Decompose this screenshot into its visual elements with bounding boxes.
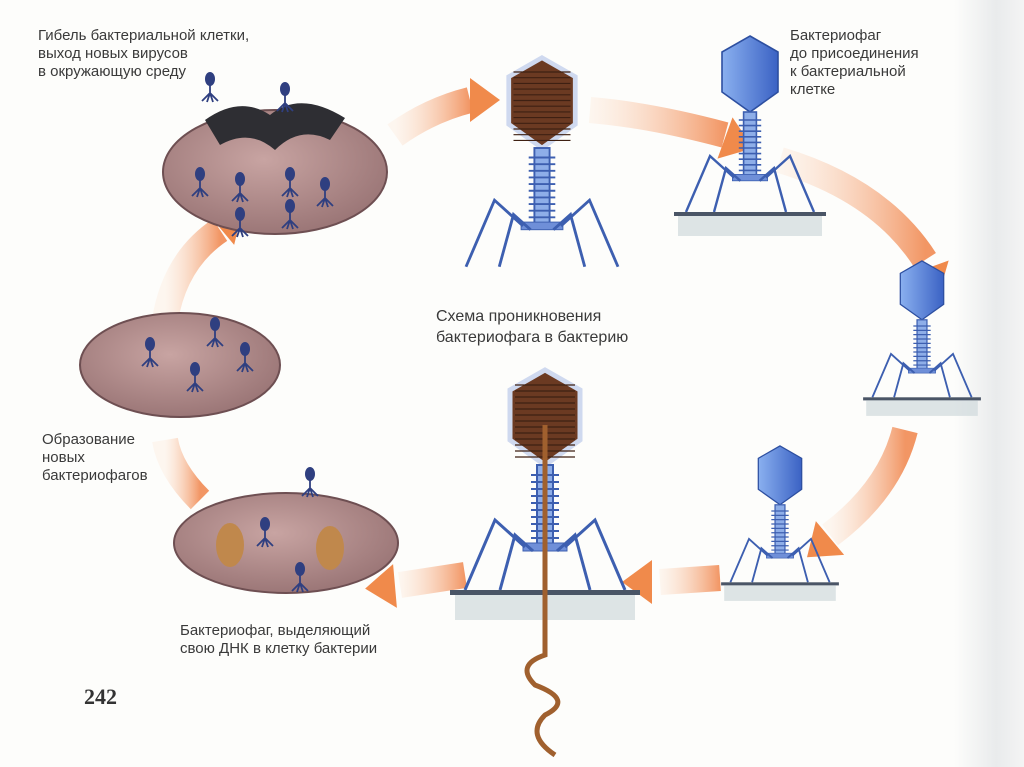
small-phage-head — [205, 72, 215, 86]
small-phage — [276, 82, 294, 113]
phage-injecting-dna — [450, 367, 640, 758]
dna-blob — [316, 526, 344, 570]
tail-fibers — [463, 517, 627, 591]
small-phage-head — [285, 167, 295, 181]
small-phage — [281, 167, 299, 198]
small-phage-head — [260, 517, 270, 531]
small-phage-head — [190, 362, 200, 376]
tail-fibers — [729, 537, 831, 583]
small-phage — [281, 199, 299, 230]
label-before-attach: Бактериофаг до присоединения к бактериал… — [790, 27, 919, 98]
small-phage-head — [280, 82, 290, 96]
phage-head — [757, 445, 803, 506]
small-phage-legs — [281, 212, 299, 230]
tail-fibers — [871, 352, 973, 398]
page-number: 242 — [84, 684, 117, 709]
small-phage-legs — [191, 180, 209, 198]
diagram-title: Схема проникновения бактериофага в бакте… — [436, 308, 629, 346]
small-phage-legs — [316, 190, 334, 208]
small-phage-head — [145, 337, 155, 351]
small-phage-head — [305, 467, 315, 481]
small-phage-legs — [206, 330, 224, 348]
small-phage — [141, 337, 159, 368]
arrow-6 — [398, 562, 467, 598]
small-phage-legs — [141, 350, 159, 368]
dna-blob — [216, 523, 244, 567]
small-phage-head — [210, 317, 220, 331]
small-phage-head — [295, 562, 305, 576]
small-phage-legs — [231, 220, 249, 238]
small-phage — [231, 172, 249, 203]
arrow-8 — [152, 219, 228, 323]
arrowhead-4 — [807, 521, 845, 558]
arrow-4 — [822, 426, 918, 546]
small-phage-head — [235, 172, 245, 186]
tail-fibers — [464, 197, 620, 268]
phage-head — [721, 35, 779, 113]
small-phage — [201, 72, 219, 103]
label-lysis: Гибель бактериальной клетки, выход новых… — [38, 27, 250, 80]
label-new-phages: Образование новых бактериофагов — [42, 431, 148, 484]
arrow-5 — [659, 565, 721, 595]
small-phage-legs — [276, 95, 294, 113]
tail-fibers — [684, 153, 816, 213]
small-phage — [206, 317, 224, 348]
phages — [450, 35, 981, 758]
phage-attaching — [863, 260, 981, 416]
small-phage — [231, 207, 249, 238]
arrowhead-6 — [365, 564, 397, 608]
small-phage-head — [285, 199, 295, 213]
arrowhead-1 — [470, 78, 500, 122]
small-phage — [301, 467, 319, 498]
arrow-1 — [387, 87, 474, 146]
phage-before-attach — [674, 35, 826, 236]
small-phage-legs — [236, 355, 254, 373]
arrow-2 — [588, 97, 729, 148]
small-phage-head — [320, 177, 330, 191]
small-phage-head — [235, 207, 245, 221]
small-phage-legs — [201, 85, 219, 103]
small-phage — [236, 342, 254, 373]
cell-wall — [721, 582, 839, 586]
phage-attached — [721, 445, 839, 601]
small-phage — [316, 177, 334, 208]
small-phage-legs — [291, 575, 309, 593]
arrow-7 — [152, 437, 210, 510]
small-phage — [191, 167, 209, 198]
cell-new-phages — [79, 312, 281, 418]
small-phage — [256, 517, 274, 548]
phage-head — [899, 260, 945, 321]
cell-wall-texture — [724, 585, 836, 601]
phage-tail — [774, 504, 786, 556]
cell-infected — [173, 492, 399, 594]
small-phage-head — [240, 342, 250, 356]
small-phage-legs — [281, 180, 299, 198]
phage-tail — [533, 147, 551, 225]
arrowhead-5 — [622, 560, 652, 604]
small-phage-legs — [301, 480, 319, 498]
label-injecting: Бактериофаг, выделяющий свою ДНК в клетк… — [180, 622, 378, 657]
small-phage-legs — [186, 375, 204, 393]
cell-rupture — [205, 103, 345, 150]
cell-wall — [863, 397, 981, 401]
small-phage-legs — [256, 530, 274, 548]
cell-wall-texture — [866, 400, 978, 416]
small-phage — [291, 562, 309, 593]
bacterial-cells — [79, 72, 399, 594]
small-phage — [186, 362, 204, 393]
phage-tail — [742, 111, 758, 177]
phage-tail — [916, 319, 928, 371]
injected-dna — [524, 425, 561, 758]
arrow-3 — [776, 147, 936, 268]
cell-wall — [674, 212, 826, 216]
small-phage-legs — [231, 185, 249, 203]
cell-wall-texture — [678, 216, 822, 236]
phage-free-mature — [464, 55, 620, 268]
small-phage-head — [195, 167, 205, 181]
